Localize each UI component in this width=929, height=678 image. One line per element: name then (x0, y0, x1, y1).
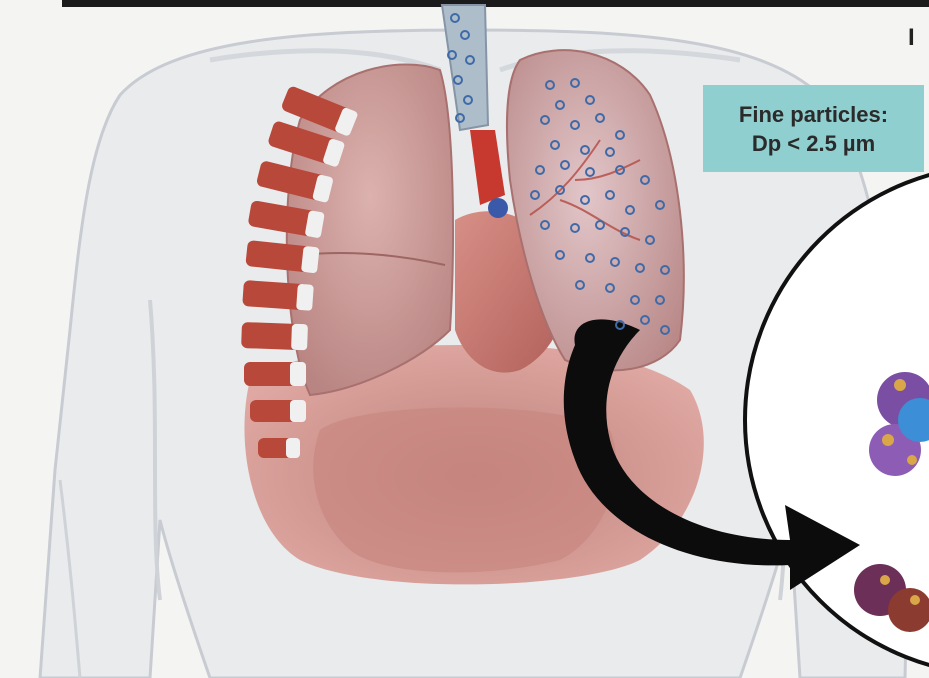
particle-dot (448, 51, 456, 59)
particle-dot (586, 96, 594, 104)
particle-dot (556, 251, 564, 259)
particle-dot (596, 221, 604, 229)
particle-dot (546, 81, 554, 89)
particle-dot (661, 326, 669, 334)
particle-dot (466, 56, 474, 64)
particle-dot (541, 116, 549, 124)
particle-dot (606, 191, 614, 199)
particle-dot (611, 258, 619, 266)
particle-dot (556, 186, 564, 194)
particle-dot (606, 284, 614, 292)
particle-dot (621, 228, 629, 236)
particle-dot (631, 296, 639, 304)
particle-dot (646, 236, 654, 244)
particle-dot (586, 168, 594, 176)
particle-dot (461, 31, 469, 39)
particle-dot (616, 321, 624, 329)
label-line-1: Fine particles: (739, 100, 888, 129)
particle-dot (536, 166, 544, 174)
particle-dot (551, 141, 559, 149)
particle-dot (606, 148, 614, 156)
particle-dot (561, 161, 569, 169)
fine-particles-label: Fine particles: Dp < 2.5 µm (703, 85, 924, 172)
particle-dot (531, 191, 539, 199)
corner-text: I (908, 24, 915, 52)
particle-dot (464, 96, 472, 104)
particle-dot (456, 114, 464, 122)
particle-dot (571, 79, 579, 87)
label-line-2: Dp < 2.5 µm (752, 129, 875, 158)
particle-dot (641, 316, 649, 324)
particle-dot (556, 101, 564, 109)
particle-dot (451, 14, 459, 22)
particle-dot (661, 266, 669, 274)
particle-dot (641, 176, 649, 184)
particle-dot (616, 166, 624, 174)
particle-dot (571, 224, 579, 232)
particle-dot (636, 264, 644, 272)
particle-dot (586, 254, 594, 262)
particle-dot (581, 146, 589, 154)
particle-dot (581, 196, 589, 204)
particle-dot (656, 296, 664, 304)
particle-dot (576, 281, 584, 289)
particle-dot (656, 201, 664, 209)
particle-dot (454, 76, 462, 84)
particle-dot (541, 221, 549, 229)
particle-dot (596, 114, 604, 122)
particle-dot (571, 121, 579, 129)
particle-dot (626, 206, 634, 214)
particle-dot (616, 131, 624, 139)
